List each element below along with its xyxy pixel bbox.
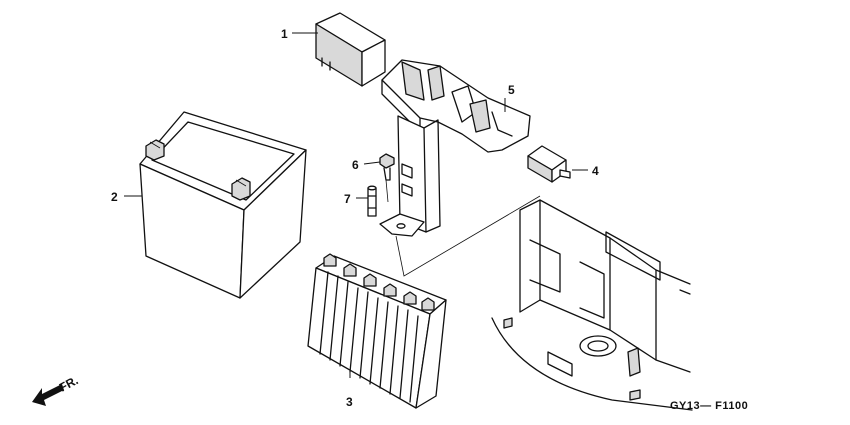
callout-3: 3: [346, 395, 353, 409]
callout-2: 2: [111, 190, 118, 204]
callout-4: 4: [592, 164, 599, 178]
callout-5: 5: [508, 83, 515, 97]
front-direction-arrow-icon: [32, 384, 64, 406]
diagram-code: GY13— F1100: [670, 400, 748, 412]
part-6-bolt: [379, 153, 395, 203]
part-7-fuse: [367, 185, 377, 217]
floor-battery-box: [491, 199, 693, 411]
part-1-cover: [315, 12, 386, 87]
callout-7: 7: [344, 192, 351, 206]
leader-lines: [124, 32, 588, 378]
callout-6: 6: [352, 158, 359, 172]
part-4-relay: [527, 145, 571, 183]
part-3-acid-pack: [307, 253, 447, 409]
callout-1: 1: [281, 27, 288, 41]
part-2-battery: [139, 111, 307, 299]
part-5-bracket: [379, 59, 541, 277]
